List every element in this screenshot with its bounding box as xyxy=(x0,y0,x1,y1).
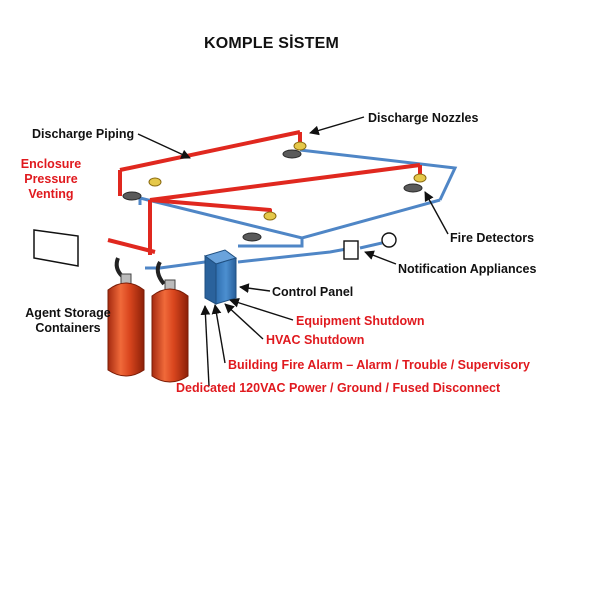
label-hvac-shutdown: HVAC Shutdown xyxy=(266,333,365,347)
label-discharge-nozzles: Discharge Nozzles xyxy=(368,111,479,125)
discharge-piping xyxy=(107,130,422,255)
pressure-vent-icon xyxy=(33,229,79,267)
label-notification-appliances: Notification Appliances xyxy=(398,262,537,276)
label-discharge-piping: Discharge Piping xyxy=(32,127,135,141)
label-dedicated-power: Dedicated 120VAC Power / Ground / Fused … xyxy=(176,381,501,395)
label-enclosure-line3: Venting xyxy=(28,187,74,201)
label-agent-storage-line1: Agent Storage xyxy=(25,306,111,320)
label-building-fire-alarm: Building Fire Alarm – Alarm / Trouble / … xyxy=(228,358,530,372)
label-enclosure-pressure-venting: Enclosure Pressure Venting xyxy=(16,157,86,202)
label-control-panel: Control Panel xyxy=(272,285,354,299)
label-enclosure-line2: Pressure xyxy=(24,172,78,186)
label-agent-storage-containers: Agent Storage Containers xyxy=(18,306,118,336)
leader-arrows xyxy=(137,116,449,387)
agent-storage-containers xyxy=(107,257,189,383)
label-agent-storage-line2: Containers xyxy=(35,321,101,335)
detector-wiring xyxy=(138,148,458,270)
discharge-nozzles xyxy=(148,141,427,221)
notification-appliances-icons xyxy=(343,232,397,260)
label-equipment-shutdown: Equipment Shutdown xyxy=(296,314,425,328)
page-title: KOMPLE SİSTEM xyxy=(204,35,340,52)
control-panel-box xyxy=(203,249,238,305)
label-enclosure-line1: Enclosure xyxy=(20,157,82,171)
fire-detectors xyxy=(122,149,423,242)
label-fire-detectors: Fire Detectors xyxy=(450,231,535,245)
